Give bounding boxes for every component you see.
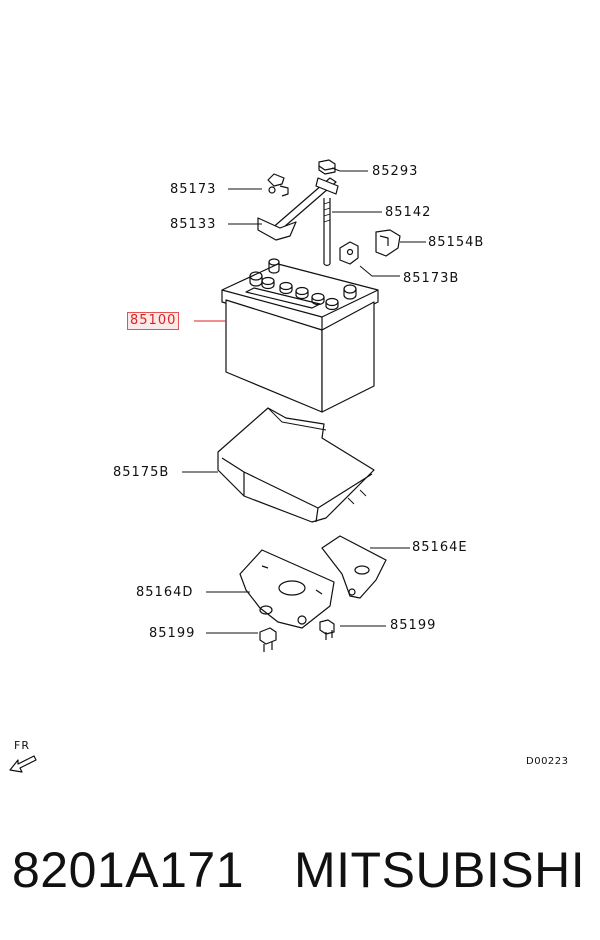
front-direction-arrow-icon [9, 755, 37, 773]
label-85173: 85173 [170, 182, 217, 197]
exploded-parts-diagram [182, 159, 426, 652]
bracket-85164e [321, 535, 387, 599]
label-85133: 85133 [170, 217, 217, 232]
label-85175b: 85175B [113, 465, 170, 480]
label-85173b: 85173B [403, 271, 460, 286]
footer-caption: 8201A171 MITSUBISHI [12, 830, 588, 910]
label-85199-left: 85199 [149, 626, 196, 641]
battery-drawing [221, 258, 379, 413]
nut-85293 [318, 159, 336, 175]
bolt-85199-right [319, 619, 335, 640]
leader-lines [182, 167, 426, 634]
front-direction-label: FR [14, 739, 30, 752]
label-85293: 85293 [372, 164, 419, 179]
diagram-code: D00223 [526, 756, 569, 767]
brand-name: MITSUBISHI [294, 842, 586, 898]
label-85100-highlighted[interactable]: 85100 [126, 312, 180, 330]
battery-tray [217, 407, 375, 523]
bolt-85199-left [259, 627, 277, 652]
battery-hold-down-clamp [257, 173, 339, 241]
clip-85154b [375, 229, 401, 257]
part-number: 8201A171 [12, 842, 245, 898]
label-85154b: 85154B [428, 235, 485, 250]
label-85164e: 85164E [412, 540, 468, 555]
rod-85142 [323, 198, 331, 267]
terminal-clamp-85173b [339, 241, 359, 265]
label-85164d: 85164D [136, 585, 194, 600]
label-85142: 85142 [385, 205, 432, 220]
bracket-85164d [239, 549, 335, 629]
label-85199-right: 85199 [390, 618, 437, 633]
